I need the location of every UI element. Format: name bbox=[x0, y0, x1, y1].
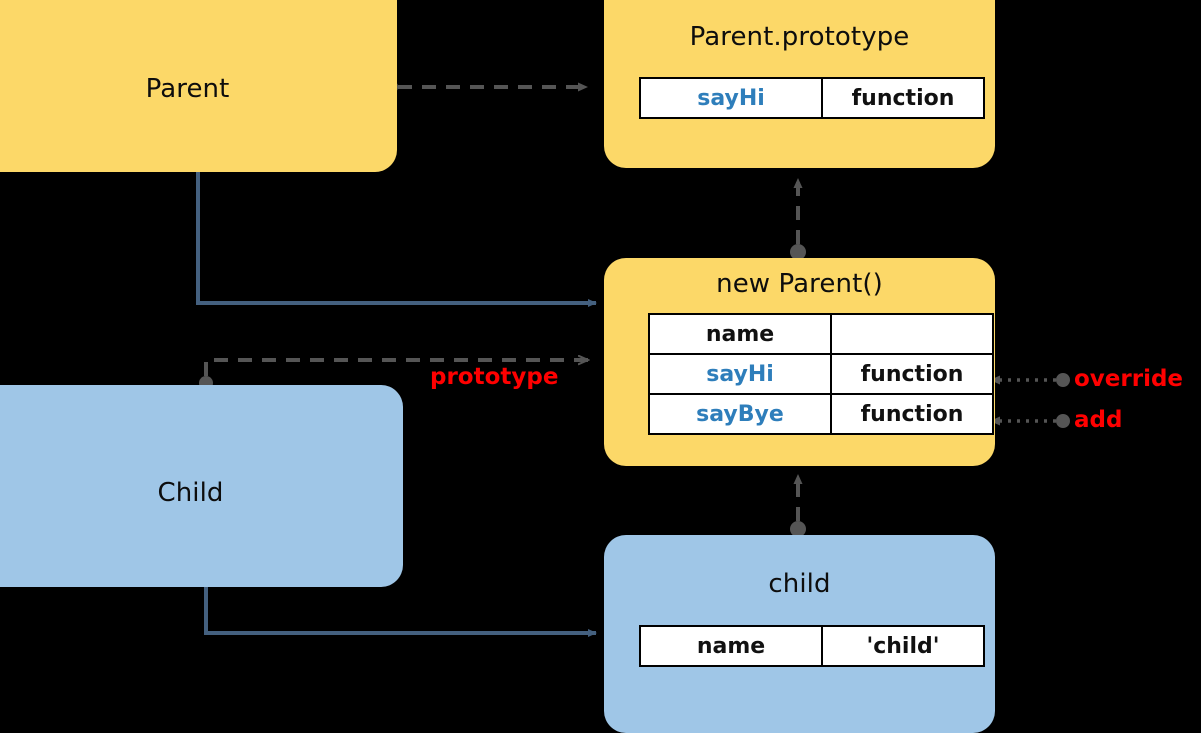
edge-child-proto-up bbox=[790, 474, 806, 537]
child-instance-table: name 'child' bbox=[639, 625, 985, 667]
row-value: function bbox=[821, 77, 985, 119]
row-key: sayHi bbox=[639, 77, 823, 119]
edge-label-prototype: prototype bbox=[430, 364, 559, 390]
edge-new-parent-proto-up bbox=[790, 178, 806, 260]
table-row: sayBye function bbox=[648, 393, 994, 435]
row-value: function bbox=[830, 393, 994, 435]
row-value: 'child' bbox=[821, 625, 985, 667]
edge-override-callout bbox=[990, 373, 1070, 387]
row-value: function bbox=[830, 353, 994, 395]
node-child-instance-title: child bbox=[768, 569, 831, 599]
row-key: name bbox=[648, 313, 832, 355]
row-key: sayBye bbox=[648, 393, 832, 435]
node-child[interactable] bbox=[0, 385, 403, 587]
edge-parent-to-new-parent bbox=[196, 172, 597, 307]
table-row: name 'child' bbox=[639, 625, 985, 667]
row-key: name bbox=[639, 625, 823, 667]
node-parent[interactable] bbox=[0, 0, 397, 172]
node-parent-title: Parent bbox=[145, 74, 230, 104]
node-parent-prototype-title: Parent.prototype bbox=[689, 22, 910, 52]
row-key: sayHi bbox=[648, 353, 832, 395]
node-child-title: Child bbox=[157, 478, 224, 508]
table-row: sayHi function bbox=[648, 353, 994, 395]
edge-child-to-child-instance bbox=[204, 587, 597, 637]
new-parent-table: name sayHi function sayBye function bbox=[648, 313, 994, 435]
table-row: sayHi function bbox=[639, 77, 985, 119]
parent-prototype-table: sayHi function bbox=[639, 77, 985, 119]
edge-parent-prototype-link bbox=[384, 80, 588, 94]
node-new-parent-title: new Parent() bbox=[716, 269, 883, 299]
edge-add-callout bbox=[990, 414, 1070, 428]
edge-label-add: add bbox=[1074, 407, 1123, 433]
row-value bbox=[830, 313, 994, 355]
table-row: name bbox=[648, 313, 994, 355]
edge-label-override: override bbox=[1074, 366, 1184, 392]
